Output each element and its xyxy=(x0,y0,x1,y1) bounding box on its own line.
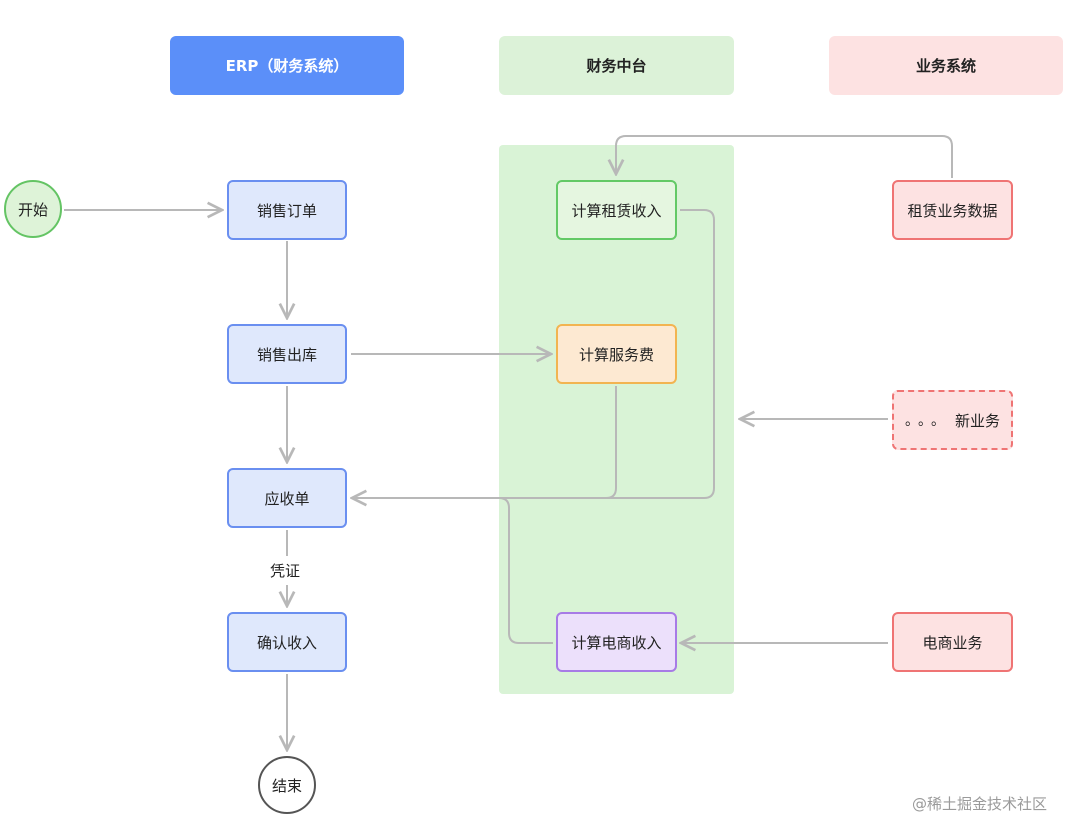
receivable-node[interactable]: 应收单 xyxy=(227,468,347,528)
ecommerce-business-label: 电商业务 xyxy=(922,633,983,652)
rental-data-label: 租赁业务数据 xyxy=(907,201,998,220)
lane-header-erp: ERP（财务系统） xyxy=(170,36,404,95)
watermark: @稀土掘金技术社区 xyxy=(912,795,1048,813)
edge-rental-data-to-calc-rental xyxy=(616,135,953,178)
calc-rental-label: 计算租赁收入 xyxy=(571,201,662,220)
new-business-label: 新业务 xyxy=(954,411,1000,430)
calc-service-fee-label: 计算服务费 xyxy=(578,345,654,364)
lane-header-business-label: 业务系统 xyxy=(915,57,976,75)
sales-order-node[interactable]: 销售订单 xyxy=(227,180,347,240)
edge-calc-ecommerce-to-receivable xyxy=(498,497,553,644)
confirm-revenue-node[interactable]: 确认收入 xyxy=(227,612,347,672)
edge-service-fee-to-receivable xyxy=(605,386,617,499)
lane-header-finance-center-label: 财务中台 xyxy=(586,57,647,75)
sales-order-label: 销售订单 xyxy=(256,201,317,220)
calc-ecommerce-label: 计算电商收入 xyxy=(571,633,662,652)
calc-rental-node[interactable]: 计算租赁收入 xyxy=(556,180,677,240)
end-node[interactable]: 结束 xyxy=(258,756,316,814)
confirm-revenue-label: 确认收入 xyxy=(256,633,317,652)
start-node[interactable]: 开始 xyxy=(4,180,62,238)
lane-header-business: 业务系统 xyxy=(829,36,1063,95)
sales-outbound-node[interactable]: 销售出库 xyxy=(227,324,347,384)
lane-header-erp-label: ERP（财务系统） xyxy=(225,57,349,75)
start-node-label: 开始 xyxy=(17,200,48,219)
edge-calc-rental-to-receivable xyxy=(352,209,715,498)
new-business-dots: 。。。 xyxy=(904,413,951,429)
calc-service-fee-node[interactable]: 计算服务费 xyxy=(556,324,677,384)
rental-data-node[interactable]: 租赁业务数据 xyxy=(892,180,1013,240)
calc-ecommerce-node[interactable]: 计算电商收入 xyxy=(556,612,677,672)
new-business-node[interactable]: 。。。 新业务 xyxy=(892,390,1013,450)
lane-header-finance-center: 财务中台 xyxy=(499,36,734,95)
voucher-edge-label: 凭证 xyxy=(266,560,305,581)
end-node-label: 结束 xyxy=(271,776,302,795)
ecommerce-business-node[interactable]: 电商业务 xyxy=(892,612,1013,672)
sales-outbound-label: 销售出库 xyxy=(256,345,317,364)
receivable-label: 应收单 xyxy=(264,489,310,508)
